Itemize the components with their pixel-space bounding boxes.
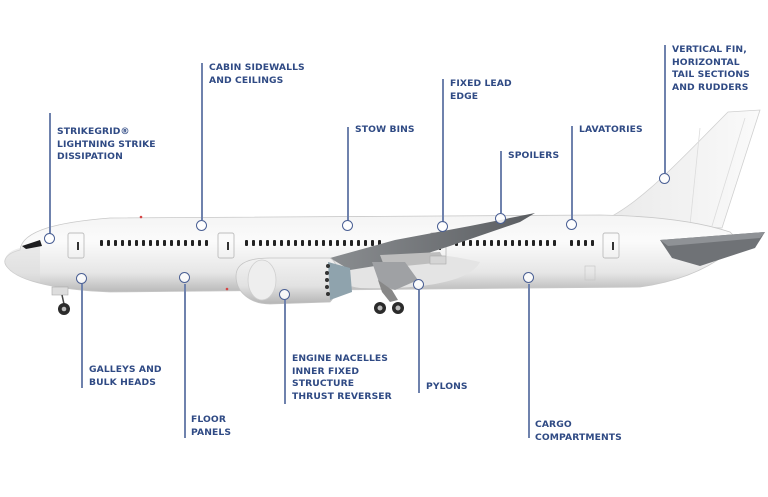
pylons-leader-line (418, 290, 420, 393)
vertical-fin-label: VERTICAL FIN, HORIZONTAL TAIL SECTIONS A… (672, 44, 750, 93)
strikegrid-label: STRIKEGRID® LIGHTNING STRIKE DISSIPATION (57, 126, 156, 163)
cabin-sidewalls-leader-line (201, 63, 203, 220)
engine-nacelles-label: ENGINE NACELLES INNER FIXED STRUCTURE TH… (292, 353, 392, 402)
galleys-label: GALLEYS AND BULK HEADS (89, 364, 162, 388)
stow-bins-label: STOW BINS (355, 124, 415, 135)
engine-nacelles-leader-line (284, 300, 286, 404)
cargo-leader-line (528, 284, 530, 438)
strikegrid-leader-line (49, 113, 51, 234)
pylons-label: PYLONS (426, 381, 468, 392)
floor-panels-marker (179, 272, 190, 283)
floor-panels-label: FLOOR PANELS (191, 414, 232, 438)
cabin-sidewalls-marker (196, 220, 207, 231)
fixed-lead-edge-marker (437, 221, 448, 232)
fixed-lead-edge-leader-line (442, 79, 444, 223)
cargo-marker (523, 272, 534, 283)
stow-bins-leader-line (347, 127, 349, 221)
engine-nacelles-marker (279, 289, 290, 300)
cabin-sidewalls-label: CABIN SIDEWALLS AND CEILINGS (209, 62, 305, 86)
spoilers-label: SPOILERS (508, 150, 560, 161)
vertical-fin-leader-line (664, 45, 666, 173)
cargo-label: CARGO COMPARTMENTS (535, 419, 622, 443)
galleys-leader-line (81, 284, 83, 388)
pylons-marker (413, 279, 424, 290)
strikegrid-marker (44, 233, 55, 244)
spoilers-marker (495, 213, 506, 224)
fixed-lead-edge-label: FIXED LEAD EDGE (450, 78, 512, 102)
lavatories-leader-line (571, 126, 573, 220)
lavatories-label: LAVATORIES (579, 124, 643, 135)
galleys-marker (76, 273, 87, 284)
spoilers-leader-line (500, 151, 502, 213)
stow-bins-marker (342, 220, 353, 231)
lavatories-marker (566, 219, 577, 230)
vertical-fin-marker (659, 173, 670, 184)
floor-panels-leader-line (184, 284, 186, 438)
